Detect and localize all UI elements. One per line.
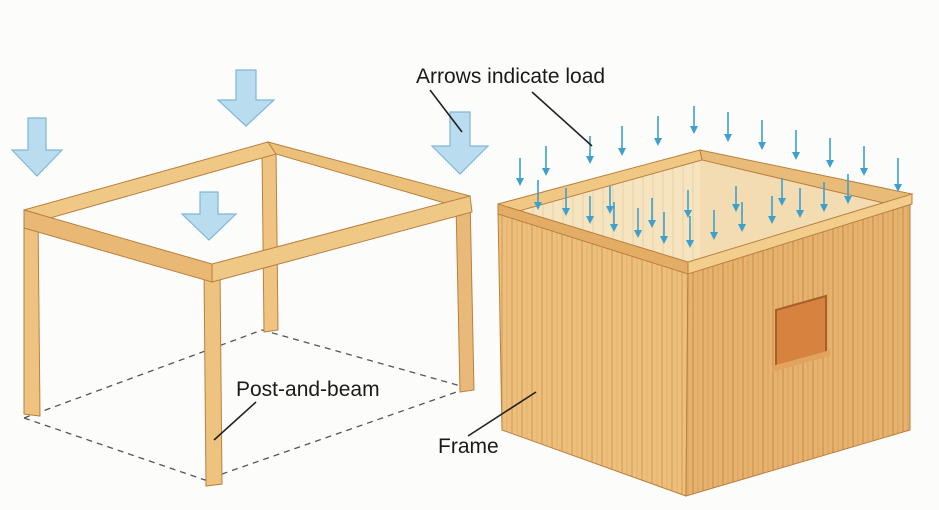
post-and-beam-label: Post-and-beam — [236, 378, 380, 401]
small-down-arrow-icon — [732, 186, 740, 212]
down-arrow-icon — [216, 69, 276, 127]
small-down-arrow-icon — [660, 212, 668, 244]
leader-line-post-and-beam — [213, 401, 257, 441]
left-post — [23, 209, 41, 417]
small-down-arrow-icon — [618, 126, 626, 156]
small-down-arrow-icon — [634, 208, 642, 238]
beam-front-left — [23, 209, 213, 283]
small-down-arrow-icon — [860, 146, 868, 176]
small-down-arrow-icon — [820, 182, 828, 212]
dashed-floor-outline — [23, 329, 469, 481]
small-down-arrow-icon — [654, 116, 662, 146]
small-down-arrow-icon — [796, 188, 804, 218]
small-down-arrow-icon — [894, 158, 902, 192]
small-down-arrow-icon — [710, 210, 718, 240]
down-arrow-icon — [430, 111, 490, 175]
leader-lines — [213, 89, 593, 441]
small-down-arrow-icon — [562, 188, 570, 216]
large-load-arrows — [10, 69, 490, 241]
small-down-arrow-icon — [516, 158, 524, 186]
small-down-arrow-icon — [690, 106, 698, 134]
right-post — [455, 195, 475, 393]
down-arrow-icon — [10, 117, 64, 177]
small-down-arrow-icon — [686, 216, 694, 248]
leader-line-arrows-left — [429, 89, 463, 133]
back-post — [261, 147, 279, 333]
small-down-arrow-icon — [778, 178, 786, 206]
frame-top-plate-front-right — [687, 193, 913, 275]
frame-label: Frame — [438, 435, 499, 458]
small-down-arrow-icon — [684, 190, 692, 218]
small-down-arrow-icon — [792, 130, 800, 160]
front-post — [203, 267, 223, 487]
small-down-arrow-icon — [648, 198, 656, 228]
small-down-arrow-icon — [738, 202, 746, 232]
frame-window-sill — [772, 350, 830, 372]
small-down-arrow-icon — [768, 196, 776, 224]
small-load-arrows — [516, 106, 902, 248]
small-down-arrow-icon — [606, 186, 614, 214]
small-down-arrow-icon — [586, 136, 594, 164]
small-down-arrow-icon — [844, 174, 852, 204]
small-down-arrow-icon — [534, 180, 542, 210]
frame-structure — [497, 149, 914, 497]
small-down-arrow-icon — [542, 146, 550, 176]
leader-line-frame — [467, 391, 537, 437]
beam-back-left — [23, 141, 277, 223]
arrows-indicate-load-label: Arrows indicate load — [416, 65, 606, 88]
down-arrow-icon — [180, 191, 238, 241]
small-down-arrow-icon — [758, 120, 766, 150]
beam-front-right — [211, 195, 473, 283]
small-down-arrow-icon — [610, 202, 618, 232]
small-down-arrow-icon — [724, 112, 732, 142]
small-down-arrow-icon — [826, 138, 834, 168]
leader-line-arrows-right — [531, 91, 593, 147]
small-down-arrow-icon — [586, 196, 594, 224]
post-and-beam-structure — [23, 141, 475, 487]
